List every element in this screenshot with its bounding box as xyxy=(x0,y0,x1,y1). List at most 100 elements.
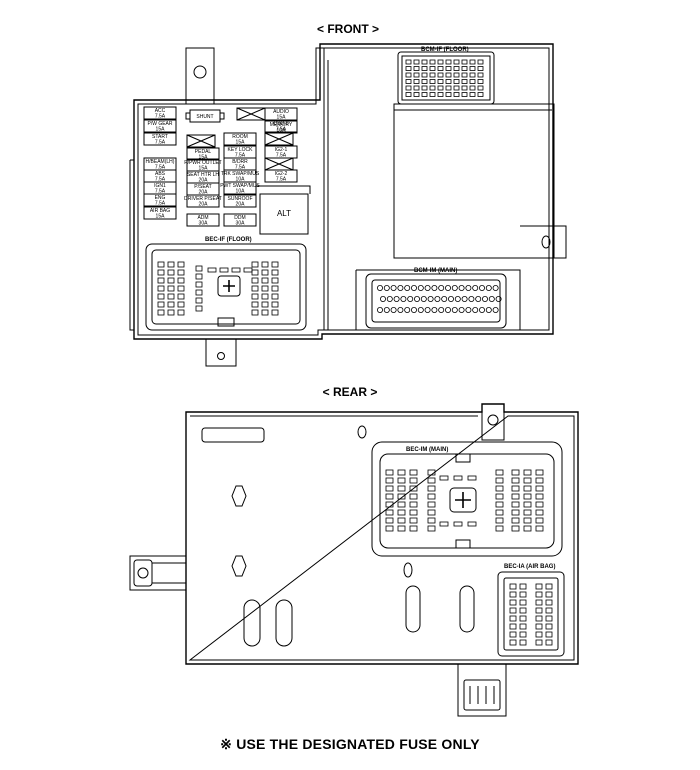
bcm-if-pin xyxy=(421,59,428,65)
bec-ia-pin xyxy=(519,591,527,598)
bec-ia-pin xyxy=(535,631,543,638)
bcm-im-pin xyxy=(468,295,475,302)
bcm-im-pin xyxy=(485,284,492,291)
bec-im-pin xyxy=(535,517,544,524)
bcm-im-pin xyxy=(390,284,397,291)
bec-im-pin xyxy=(427,469,436,476)
bcm-im-pin xyxy=(492,306,499,313)
bcm-im-pin xyxy=(434,295,441,302)
fuse-rating: 7.5A xyxy=(155,201,166,207)
bec-im-pin xyxy=(409,509,418,516)
bec-im-pin xyxy=(427,509,436,516)
bcm-if-pin xyxy=(445,72,452,78)
bec-ia-pin xyxy=(519,623,527,630)
bec-ia-connector: BEC-IA (AIR BAG) xyxy=(497,564,565,657)
fuse-name: SUNROOF xyxy=(228,196,253,202)
bec-ia-pin xyxy=(545,599,553,606)
bec-im-pin xyxy=(397,509,406,516)
bec-if-pin xyxy=(251,285,259,292)
bcm-if-pin xyxy=(469,85,476,91)
empty-fuse-slots xyxy=(186,107,294,171)
fuse-rating: 10A xyxy=(236,177,246,183)
bcm-if-pin xyxy=(429,59,436,65)
bec-im-pin xyxy=(409,517,418,524)
bcm-im-pin xyxy=(424,306,431,313)
bec-im-pin xyxy=(385,501,394,508)
bcm-if-pin xyxy=(469,79,476,84)
fuse-warning-note: ※ USE THE DESIGNATED FUSE ONLY xyxy=(220,736,480,752)
bec-im-pin xyxy=(385,469,394,476)
bcm-im-pin xyxy=(404,284,411,291)
bcm-if-pin xyxy=(421,92,428,97)
bec-im-pin xyxy=(523,485,532,492)
bec-im-pin xyxy=(511,493,520,500)
bec-if-pin xyxy=(167,301,175,308)
bcm-im-pin xyxy=(397,284,404,291)
bcm-if-pin xyxy=(453,79,460,84)
bcm-if-pin xyxy=(405,59,412,65)
bec-im-pin xyxy=(397,501,406,508)
fuse-name: DDM xyxy=(234,215,245,221)
bec-if-pin xyxy=(261,285,269,292)
bec-if-pin xyxy=(177,269,185,276)
bcm-im-pin xyxy=(400,295,407,302)
bcm-im-pin xyxy=(485,306,492,313)
bec-im-pin xyxy=(409,485,418,492)
bec-if-pin xyxy=(251,261,259,268)
bcm-if-pin xyxy=(453,92,460,97)
bec-if-pin xyxy=(177,301,185,308)
fuse-name: ADM xyxy=(197,215,208,221)
fuse-rating: 15A xyxy=(277,115,287,121)
fuse-name: START xyxy=(152,134,168,140)
bec-im-pin xyxy=(523,493,532,500)
bec-im-pin xyxy=(467,475,477,481)
bcm-if-pin xyxy=(477,59,484,65)
bec-if-pin xyxy=(251,301,259,308)
bec-if-pin xyxy=(251,277,259,284)
bec-ia-pin xyxy=(509,607,517,614)
fuse-name: AIR BAG xyxy=(150,208,170,214)
bec-if-pin xyxy=(167,285,175,292)
bec-if-pin xyxy=(251,269,259,276)
bcm-im-pin xyxy=(472,284,479,291)
bec-ia-pin xyxy=(535,583,543,590)
bec-if-pin xyxy=(177,277,185,284)
bec-if-pin xyxy=(271,293,279,300)
front-title: < FRONT > xyxy=(317,22,379,36)
bec-im-pin xyxy=(427,493,436,500)
fuse-rating: 15A xyxy=(199,166,209,172)
bec-if-pin xyxy=(271,277,279,284)
bec-if-pin xyxy=(157,285,165,292)
bcm-if-pin xyxy=(477,85,484,91)
bcm-im-pin xyxy=(383,306,390,313)
bec-im-pin xyxy=(495,501,504,508)
bec-im-pin xyxy=(535,469,544,476)
bcm-im-pin xyxy=(444,306,451,313)
fuse-h-beam-lh-: H/BEAM(LH)7.5A xyxy=(143,157,177,171)
bcm-if-pin xyxy=(453,72,460,78)
fuse-rating: 7.5A xyxy=(276,127,287,133)
bec-if-pin xyxy=(271,301,279,308)
bec-if-pin xyxy=(157,261,165,268)
bcm-im-pin xyxy=(427,295,434,302)
bcm-if-pin xyxy=(429,72,436,78)
bec-im-pin xyxy=(495,517,504,524)
bcm-im-pin xyxy=(397,306,404,313)
bec-ia-pin xyxy=(535,591,543,598)
bec-im-pin xyxy=(427,501,436,508)
bec-if-pin xyxy=(195,281,203,288)
bec-if-pin xyxy=(167,261,175,268)
bec-im-pin xyxy=(385,517,394,524)
bec-ia-pin xyxy=(545,607,553,614)
bcm-im-pin xyxy=(407,295,414,302)
fuse-name: TRK SWAP/MUS xyxy=(221,171,260,177)
